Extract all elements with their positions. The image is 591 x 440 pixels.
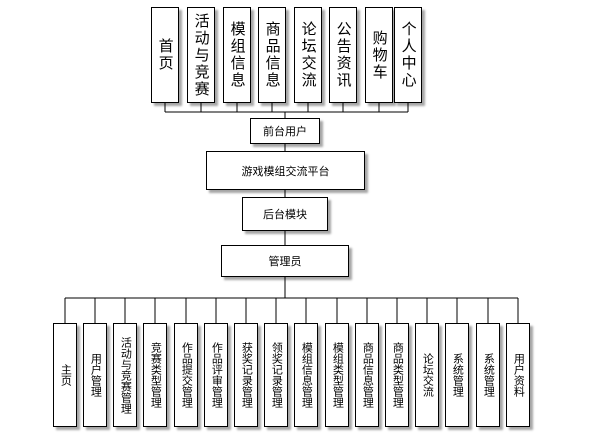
admin-product-info-management: 商品信息管理 (355, 323, 379, 427)
module-mod-info: 模组信息 (223, 7, 251, 103)
module-cart: 购物车 (365, 7, 393, 103)
admin-activity-management: 活动与竞赛管理 (113, 323, 137, 427)
module-home: 首页 (151, 7, 179, 103)
backend-node: 后台模块 (242, 197, 328, 231)
admin-home: 主页 (53, 323, 77, 427)
module-activities: 活动与竞赛 (187, 7, 215, 103)
admin-system-management-1: 系统管理 (445, 323, 469, 427)
admin-product-type-management: 商品类型管理 (385, 323, 409, 427)
module-announcements: 公告资讯 (329, 7, 357, 103)
admin-node: 管理员 (221, 245, 349, 277)
admin-mod-type-management: 模组类型管理 (325, 323, 349, 427)
front-user-node: 前台用户 (250, 118, 320, 144)
admin-work-review-management: 作品评审管理 (204, 323, 228, 427)
module-product-info: 商品信息 (258, 7, 286, 103)
admin-work-submission-management: 作品提交管理 (174, 323, 198, 427)
admin-forum: 论坛交流 (415, 323, 439, 427)
admin-system-management-2: 系统管理 (476, 323, 500, 427)
admin-user-management: 用户管理 (83, 323, 107, 427)
admin-user-profile: 用户资料 (506, 323, 530, 427)
admin-prize-claim-management: 领奖记录管理 (264, 323, 288, 427)
admin-mod-info-management: 模组信息管理 (294, 323, 318, 427)
admin-award-record-management: 获奖记录管理 (234, 323, 258, 427)
module-personal-center: 个人中心 (394, 7, 422, 103)
module-forum: 论坛交流 (294, 7, 322, 103)
platform-node: 游戏模组交流平台 (206, 151, 365, 190)
admin-contest-type-management: 竞赛类型管理 (143, 323, 167, 427)
